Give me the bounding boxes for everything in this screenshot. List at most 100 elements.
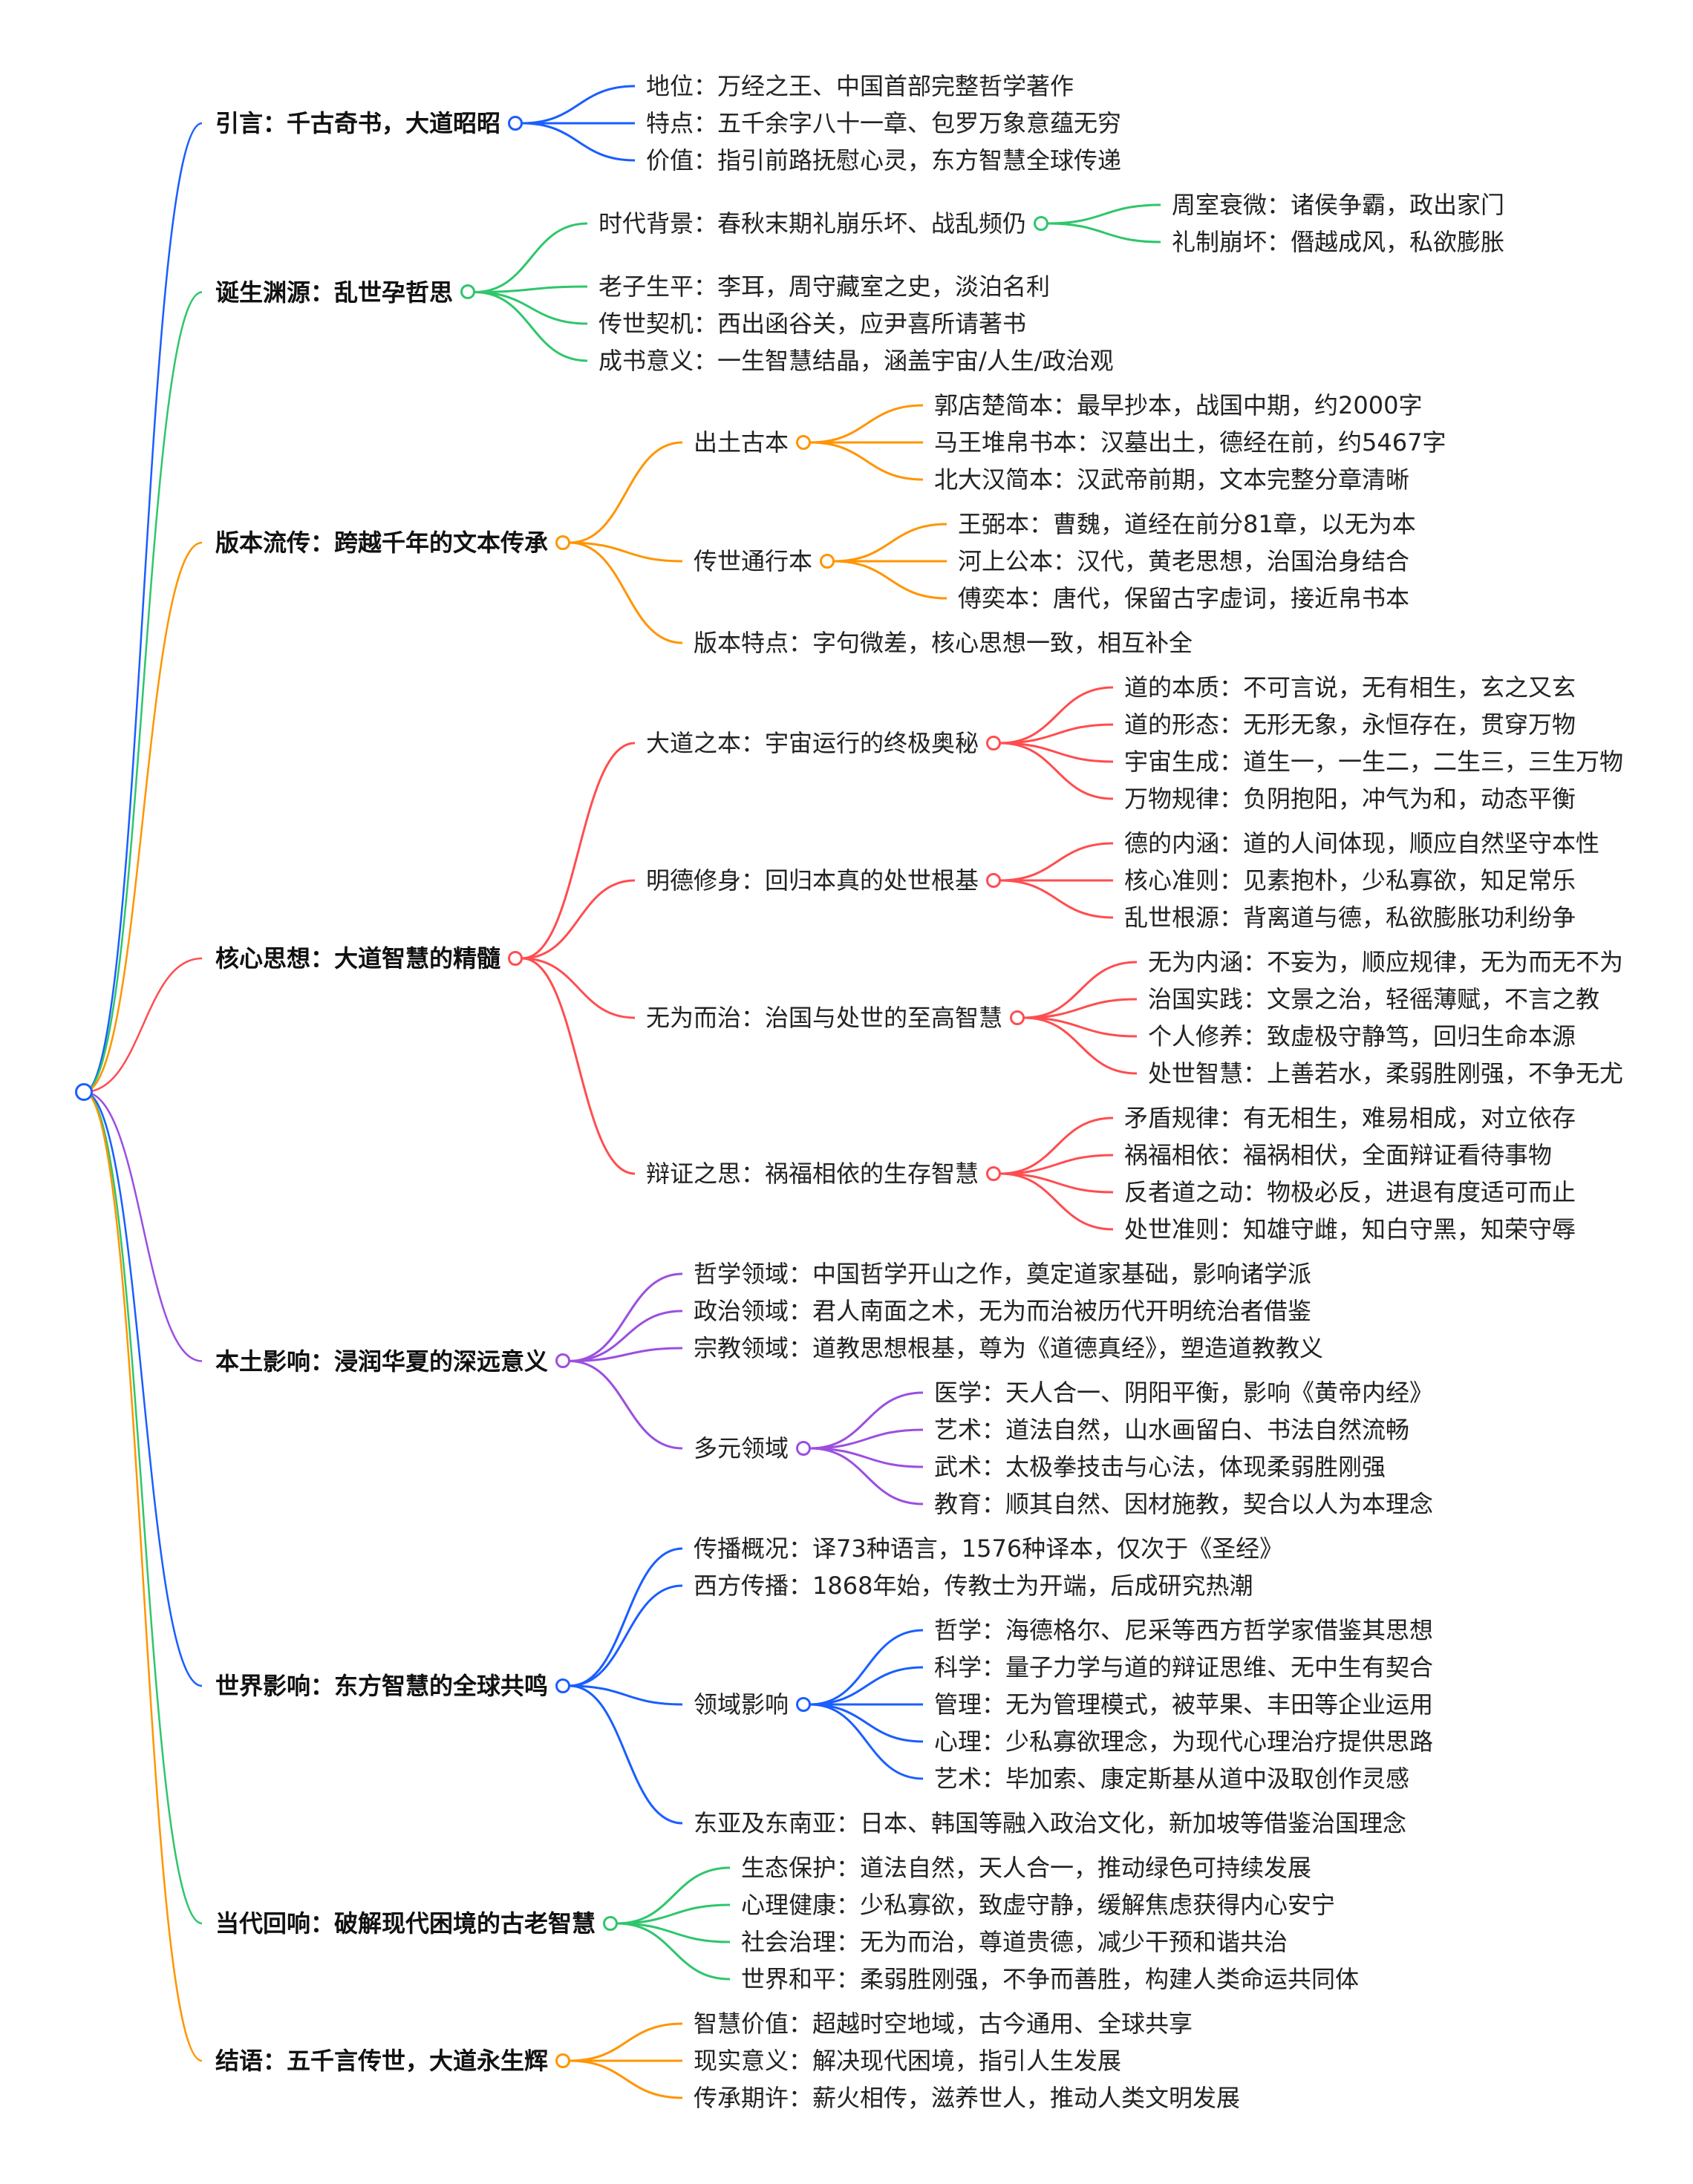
mindmap-node: 传承期许：薪火相传，滋养世人，推动人类文明发展 <box>694 2084 1241 2112</box>
mindmap-node: 时代背景：春秋末期礼崩乐坏、战乱频仍 <box>598 209 1027 238</box>
collapse-toggle-icon[interactable] <box>795 434 811 450</box>
mindmap-node: 马王堆帛书本：汉墓出土，德经在前，约5467字 <box>934 428 1446 457</box>
mindmap-node: 道的形态：无形无象，永恒存在，贯穿万物 <box>1124 710 1576 739</box>
mindmap-node: 出土古本 <box>694 428 789 457</box>
mindmap-topic: 结语：五千言传世，大道永生辉 <box>215 2047 549 2075</box>
collapse-toggle-icon[interactable] <box>507 950 523 966</box>
mindmap-node: 传播概况：译73种语言，1576种译本，仅次于《圣经》 <box>694 1534 1284 1563</box>
mindmap-node: 东亚及东南亚：日本、韩国等融入政治文化，新加坡等借鉴治国理念 <box>694 1809 1407 1837</box>
mindmap-node: 艺术：道法自然，山水画留白、书法自然流畅 <box>934 1416 1410 1444</box>
mindmap-node: 多元领域 <box>694 1434 789 1462</box>
collapse-toggle-icon[interactable] <box>602 1915 618 1931</box>
mindmap-node: 治国实践：文景之治，轻徭薄赋，不言之教 <box>1148 985 1600 1013</box>
mindmap-node: 乱世根源：背离道与德，私欲膨胀功利纷争 <box>1124 903 1576 932</box>
mindmap-topic: 核心思想：大道智慧的精髓 <box>215 944 501 972</box>
collapse-toggle-icon[interactable] <box>795 1440 811 1456</box>
mindmap-node: 哲学：海德格尔、尼采等西方哲学家借鉴其思想 <box>934 1616 1434 1644</box>
mindmap-topic: 诞生渊源：乱世孕哲思 <box>215 278 454 307</box>
branch-edge <box>810 1447 924 1505</box>
mindmap-node: 特点：五千余字八十一章、包罗万象意蕴无穷 <box>646 109 1122 137</box>
mindmap-node: 周室衰微：诸侯争霸，政出家门 <box>1172 191 1505 219</box>
branch-edge <box>570 541 683 644</box>
root-edge <box>83 122 203 1093</box>
branch-edge <box>1000 879 1114 919</box>
mindmap-node: 郭店楚简本：最早抄本，战国中期，约2000字 <box>934 391 1423 419</box>
mindmap-node: 西方传播：1868年始，传教士为开端，后成研究热潮 <box>694 1572 1253 1600</box>
mindmap-node: 领域影响 <box>694 1690 789 1719</box>
branch-edge <box>1048 222 1161 243</box>
branch-edge <box>570 541 683 563</box>
collapse-toggle-icon[interactable] <box>795 1696 811 1712</box>
mindmap-node: 传世通行本 <box>694 547 813 575</box>
collapse-toggle-icon[interactable] <box>1033 215 1048 231</box>
branch-edge <box>570 1684 683 1825</box>
mindmap-node: 宗教领域：道教思想根基，尊为《道德真经》，塑造道教教义 <box>694 1334 1324 1362</box>
mindmap-node: 心理健康：少私寡欲，致虚守静，缓解焦虑获得内心安宁 <box>741 1891 1336 1919</box>
branch-edge <box>1024 998 1138 1019</box>
mindmap-node: 版本特点：字句微差，核心思想一致，相互补全 <box>694 629 1193 657</box>
mindmap-node: 武术：太极拳技击与心法，体现柔弱胜刚强 <box>934 1453 1386 1481</box>
collapse-toggle-icon[interactable] <box>507 115 523 131</box>
branch-edge <box>521 957 636 1175</box>
mindmap-node: 价值：指引前路抚慰心灵，东方智慧全球传递 <box>646 146 1122 174</box>
branch-edge <box>1000 686 1114 745</box>
branch-edge <box>834 560 947 600</box>
mindmap-node: 万物规律：负阴抱阳，冲气为和，动态平衡 <box>1124 785 1576 813</box>
branch-edge <box>474 222 588 293</box>
mindmap-node: 社会治理：无为而治，尊道贵德，减少干预和谐共治 <box>741 1928 1288 1956</box>
root-edge <box>83 1091 203 1687</box>
branch-edge <box>570 1347 683 1362</box>
mindmap-node: 北大汉简本：汉武帝前期，文本完整分章清晰 <box>934 465 1410 494</box>
branch-edge <box>1000 842 1114 882</box>
collapse-toggle-icon[interactable] <box>1009 1010 1025 1025</box>
branch-edge <box>810 441 924 481</box>
mindmap-node: 医学：天人合一、阴阳平衡，影响《黄帝内经》 <box>934 1379 1434 1407</box>
root-edge <box>83 541 203 1093</box>
branch-edge <box>1000 1172 1114 1194</box>
branch-edge <box>521 742 636 960</box>
branch-edge <box>522 85 636 125</box>
collapse-toggle-icon[interactable] <box>555 1678 570 1693</box>
mindmap-node: 管理：无为管理模式，被苹果、丰田等企业运用 <box>934 1690 1434 1719</box>
branch-edge <box>570 1310 683 1362</box>
branch-edge <box>617 1866 731 1925</box>
root-edge <box>83 1091 203 2062</box>
mindmap-node: 河上公本：汉代，黄老思想，治国治身结合 <box>958 547 1410 575</box>
collapse-toggle-icon[interactable] <box>985 735 1001 751</box>
mindmap-node: 地位：万经之王、中国首部完整哲学著作 <box>646 72 1074 100</box>
branch-edge <box>570 1360 683 1450</box>
mindmap-node: 科学：量子力学与道的辩证思维、无中生有契合 <box>934 1653 1434 1681</box>
branch-edge <box>1024 1016 1138 1038</box>
branch-edge <box>810 1447 924 1468</box>
root-edge <box>83 1091 203 1925</box>
mindmap-node: 成书意义：一生智慧结晶，涵盖宇宙/人生/政治观 <box>598 347 1114 375</box>
collapse-toggle-icon[interactable] <box>555 2053 570 2068</box>
collapse-toggle-icon[interactable] <box>460 284 475 299</box>
mindmap-node: 心理：少私寡欲理念，为现代心理治疗提供思路 <box>934 1727 1434 1756</box>
mindmap-node: 教育：顺其自然、因材施教，契合以人为本理念 <box>934 1490 1434 1518</box>
mindmap-node: 宇宙生成：道生一，一生二，二生三，三生万物 <box>1124 748 1624 776</box>
mindmap-topic: 引言：千古奇书，大道昭昭 <box>215 109 501 137</box>
collapse-toggle-icon[interactable] <box>985 1165 1001 1181</box>
branch-edge <box>474 291 588 362</box>
collapse-toggle-icon[interactable] <box>819 553 835 569</box>
root-toggle-icon[interactable] <box>75 1083 93 1101</box>
branch-edge <box>810 1629 924 1706</box>
branch-edge <box>1048 203 1161 225</box>
mindmap-node: 个人修养：致虚极守静笃，回归生命本源 <box>1148 1022 1576 1050</box>
branch-edge <box>570 1547 683 1687</box>
mindmap-node: 传世契机：西出函谷关，应尹喜所请著书 <box>598 310 1027 338</box>
branch-edge <box>570 2059 683 2099</box>
collapse-toggle-icon[interactable] <box>985 872 1001 888</box>
mindmap-node: 辩证之思：祸福相依的生存智慧 <box>646 1160 979 1188</box>
branch-edge <box>570 1584 683 1687</box>
mindmap-topic: 世界影响：东方智慧的全球共鸣 <box>215 1672 549 1700</box>
collapse-toggle-icon[interactable] <box>555 1353 570 1368</box>
branch-edge <box>810 1703 924 1743</box>
collapse-toggle-icon[interactable] <box>555 534 570 550</box>
mindmap-node: 现实意义：解决现代困境，指引人生发展 <box>694 2047 1122 2075</box>
root-edge <box>83 1091 203 1362</box>
mindmap-node: 道的本质：不可言说，无有相生，玄之又玄 <box>1124 673 1576 702</box>
